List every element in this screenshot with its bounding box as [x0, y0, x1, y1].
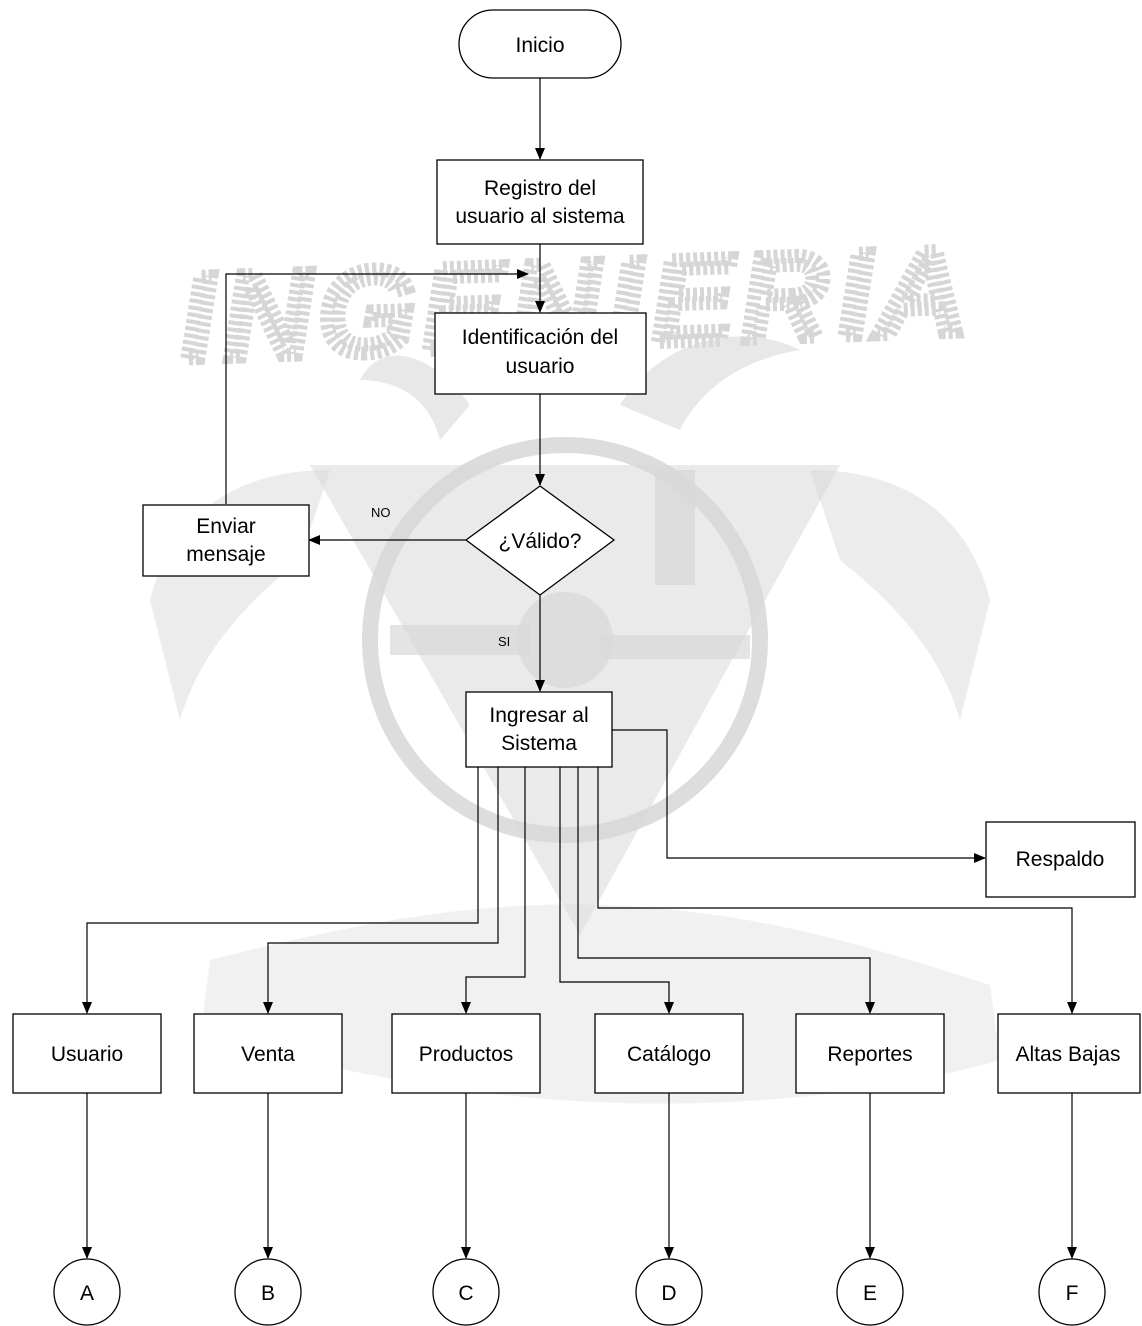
- identify-node-line-2: usuario: [506, 355, 575, 378]
- connector-c: C: [432, 1258, 500, 1326]
- backup-node: Respaldo: [985, 821, 1136, 898]
- module-label-productos: Productos: [419, 1043, 514, 1066]
- connector-b-label: B: [261, 1282, 275, 1305]
- edge-enter-altas: [597, 767, 1077, 1014]
- connector-c-label: C: [458, 1282, 473, 1305]
- flow-connectors: [82, 78, 1077, 1259]
- connector-a: A: [53, 1258, 121, 1326]
- module-label-altas-bajas: Altas Bajas: [1015, 1043, 1120, 1066]
- module-label-catalogo: Catálogo: [627, 1043, 711, 1066]
- edge-label-yes: SI: [498, 634, 510, 649]
- identify-node-line-1: Identificación del: [462, 326, 618, 349]
- enter-system-line-1: Ingresar al: [489, 704, 588, 727]
- send-message-node: Enviar mensaje: [142, 504, 310, 577]
- send-message-line-2: mensaje: [186, 543, 265, 566]
- decision-node-label: ¿Válido?: [499, 530, 582, 553]
- edge-message-loop: [225, 269, 529, 504]
- send-message-line-1: Enviar: [196, 515, 256, 538]
- edge-enter-catalogo: [559, 767, 674, 1014]
- edge-label-no: NO: [371, 505, 391, 520]
- enter-system-line-2: Sistema: [501, 732, 577, 755]
- edge-enter-backup: [612, 729, 986, 863]
- module-node-catalogo: Catálogo: [594, 1013, 744, 1094]
- edge-enter-usuario: [82, 767, 479, 1014]
- connector-a-label: A: [80, 1282, 94, 1305]
- identify-node: Identificación del usuario: [434, 312, 647, 395]
- start-node: Inicio: [458, 9, 622, 79]
- edge-enter-reportes: [577, 767, 875, 1014]
- module-node-altas-bajas: Altas Bajas: [997, 1013, 1141, 1094]
- edge-enter-productos: [461, 767, 526, 1014]
- module-label-usuario: Usuario: [51, 1043, 123, 1066]
- decision-node: ¿Válido?: [464, 485, 616, 596]
- register-node-line-2: usuario al sistema: [455, 205, 625, 228]
- connector-d-label: D: [661, 1282, 676, 1305]
- register-node-line-1: Registro del: [484, 177, 596, 200]
- enter-system-node: Ingresar al Sistema: [465, 691, 613, 768]
- edge-enter-venta: [263, 767, 499, 1014]
- connector-f: F: [1038, 1258, 1106, 1326]
- connector-e: E: [836, 1258, 904, 1326]
- module-node-venta: Venta: [193, 1013, 343, 1094]
- module-node-productos: Productos: [391, 1013, 541, 1094]
- start-node-label: Inicio: [515, 34, 564, 57]
- module-label-reportes: Reportes: [827, 1043, 912, 1066]
- connector-f-label: F: [1066, 1282, 1079, 1305]
- connector-b: B: [234, 1258, 302, 1326]
- module-node-usuario: Usuario: [12, 1013, 162, 1094]
- module-node-reportes: Reportes: [795, 1013, 945, 1094]
- register-node: Registro del usuario al sistema: [436, 159, 644, 245]
- connector-d: D: [635, 1258, 703, 1326]
- backup-node-label: Respaldo: [1016, 848, 1105, 871]
- connector-e-label: E: [863, 1282, 877, 1305]
- module-label-venta: Venta: [241, 1043, 295, 1066]
